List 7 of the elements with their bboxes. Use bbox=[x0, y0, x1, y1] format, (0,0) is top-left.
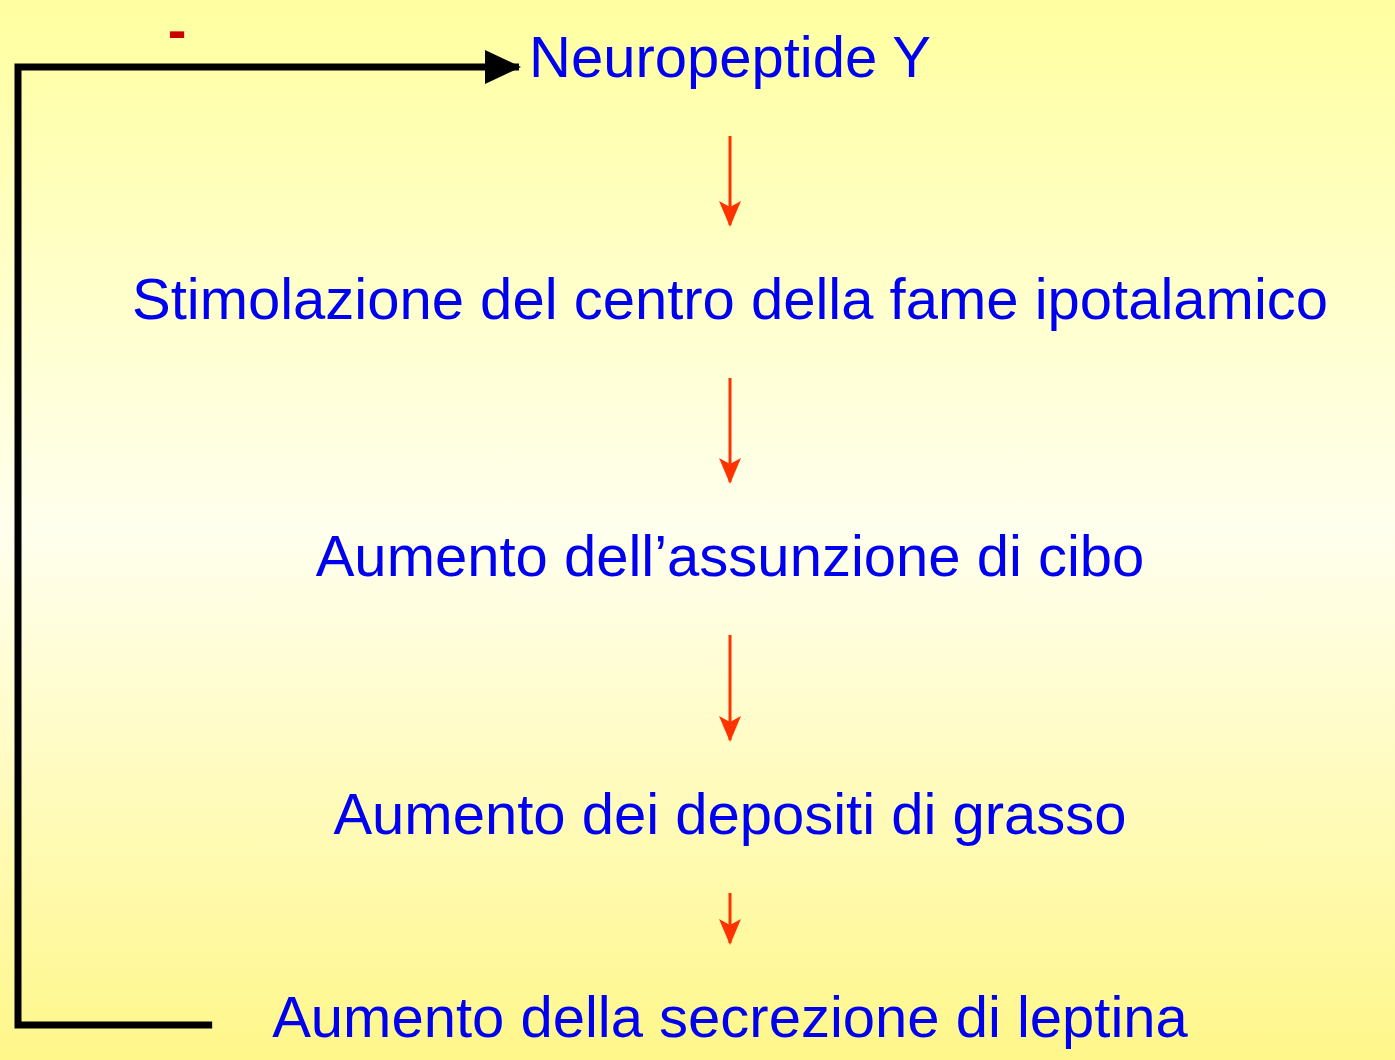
step-text: Aumento dell’assunzione di cibo bbox=[315, 527, 1145, 585]
arrow bbox=[719, 136, 741, 227]
arrow bbox=[719, 635, 741, 742]
edge-label: - bbox=[167, 2, 187, 58]
arrow bbox=[719, 378, 741, 484]
arrow bbox=[719, 893, 741, 945]
arrow bbox=[14, 50, 521, 1029]
